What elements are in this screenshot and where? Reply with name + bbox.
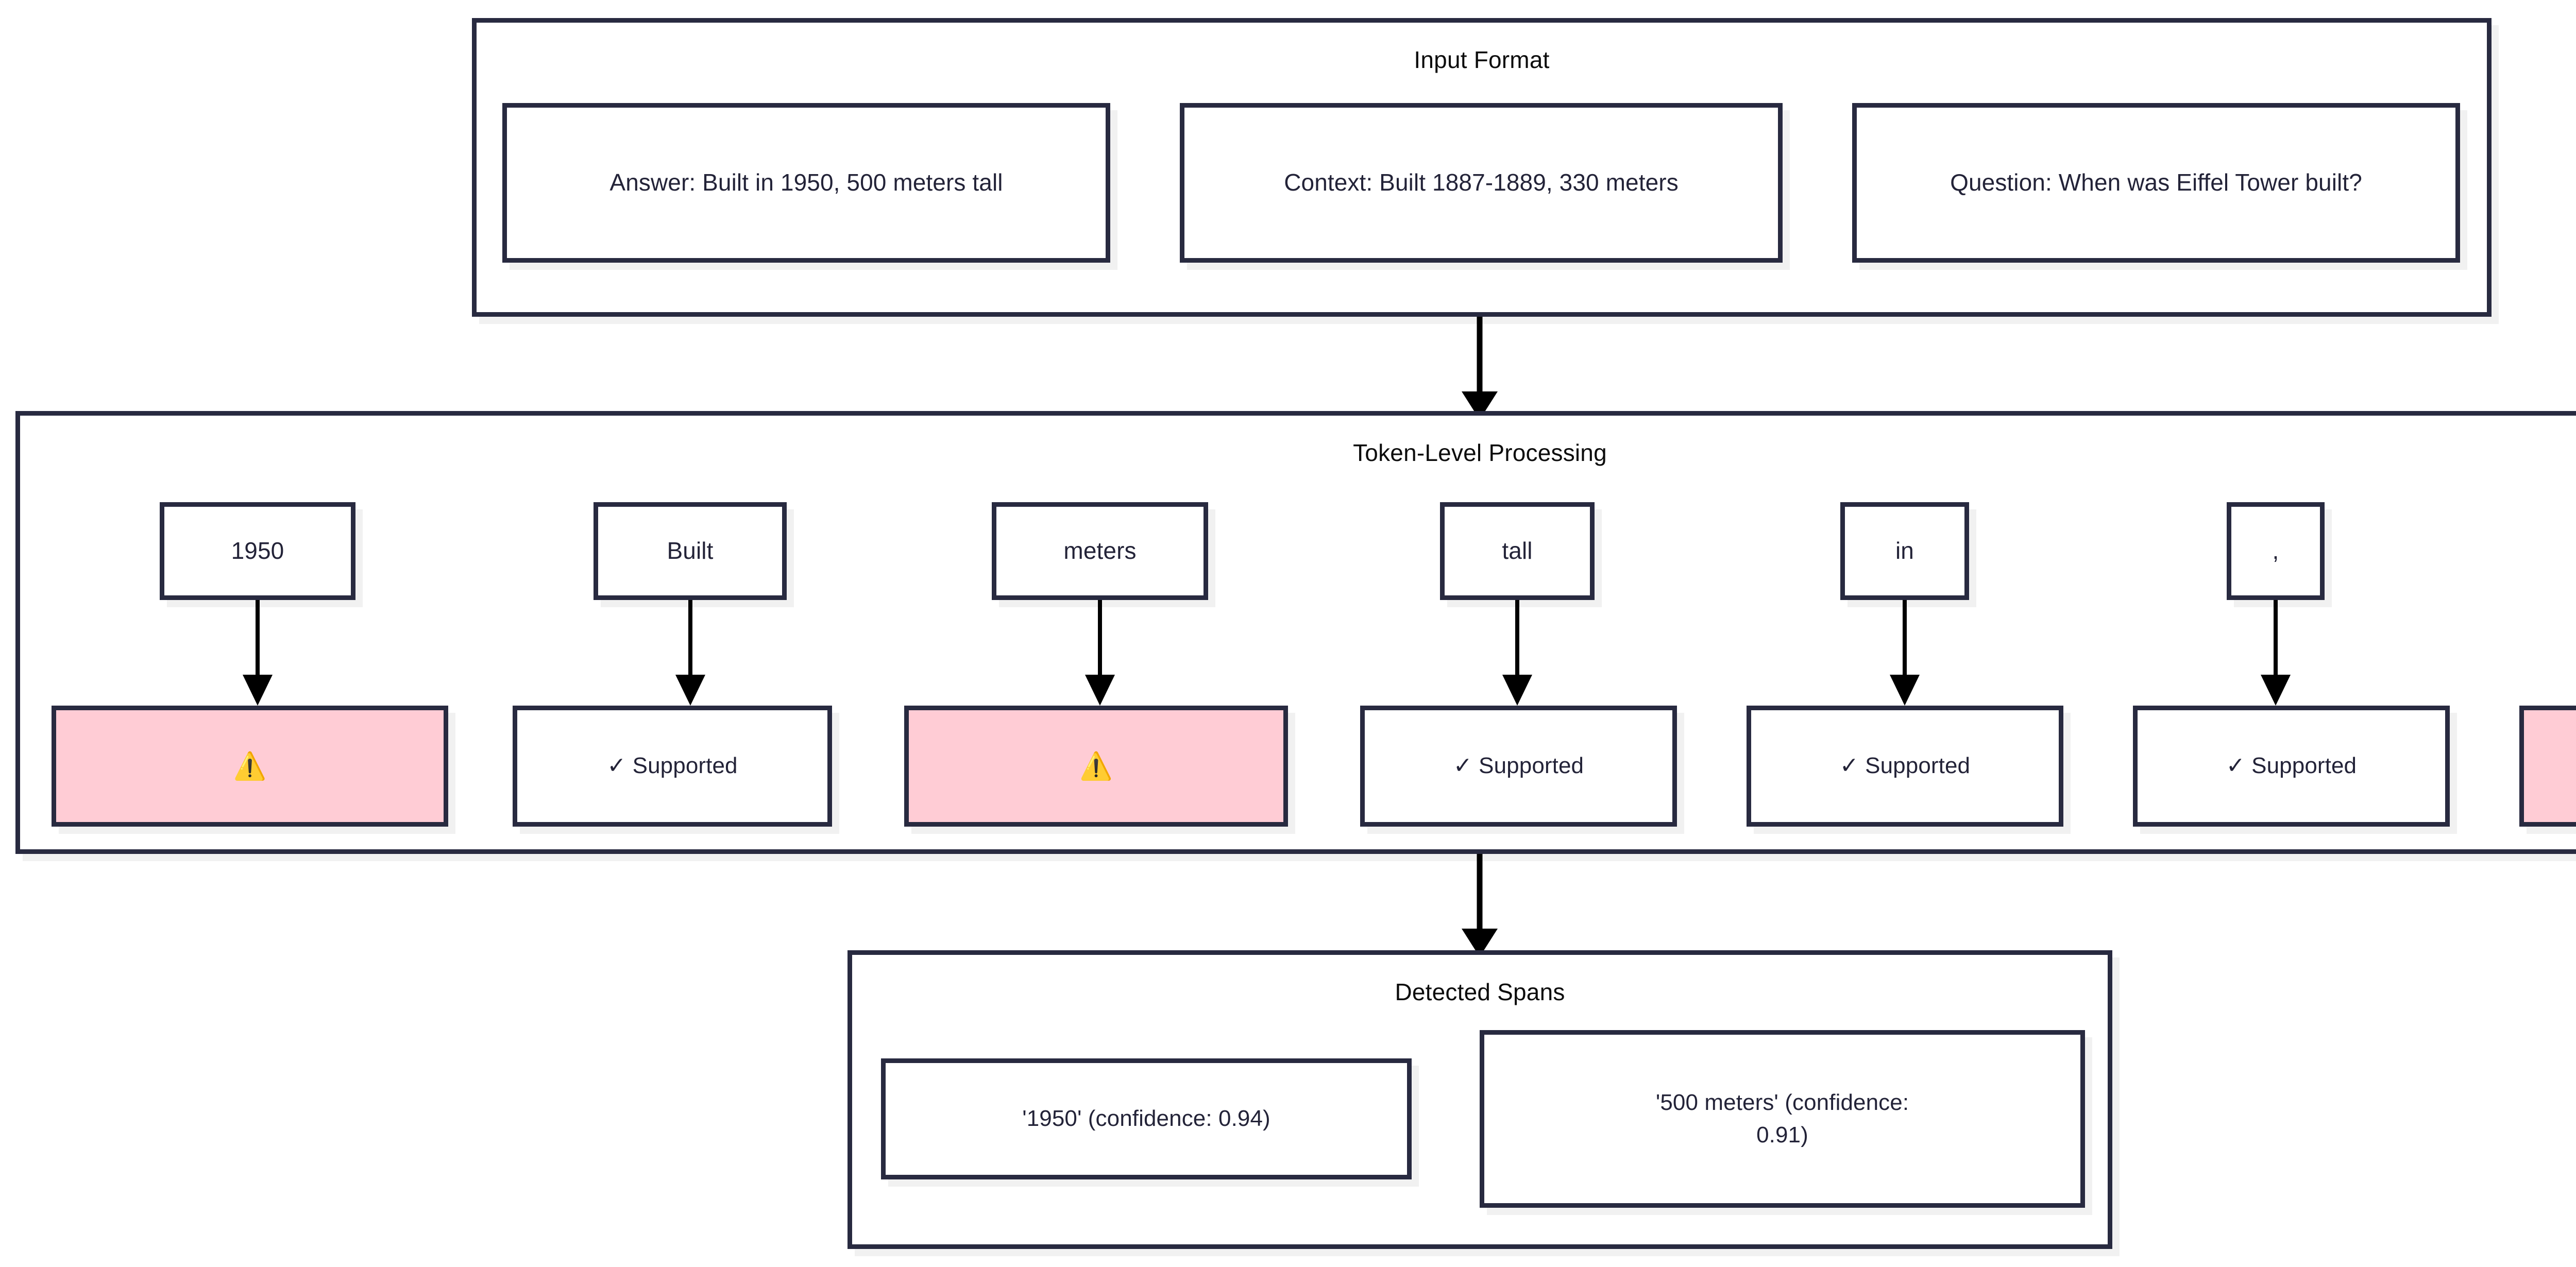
input-context-label: Context: Built 1887-1889, 330 meters — [1284, 169, 1679, 196]
token-label: 1950 — [231, 537, 284, 564]
arrow-token-to-status — [243, 600, 273, 706]
arrow-token-to-status — [1890, 600, 1920, 706]
status-box-supported[interactable]: ✓ Supported — [1360, 706, 1677, 827]
token-box[interactable]: in — [1840, 502, 1969, 600]
token-label: in — [1895, 537, 1914, 564]
token-box[interactable]: tall — [1440, 502, 1595, 600]
status-label: ✓ Supported — [607, 753, 738, 779]
input-format-title: Input Format — [1414, 46, 1550, 73]
warning-icon: ⚠️ — [1079, 751, 1113, 781]
token-label: Built — [667, 537, 714, 564]
arrow-token-to-status — [675, 600, 705, 706]
status-label: ✓ Supported — [1839, 753, 1971, 779]
arrow-token-to-status — [2261, 600, 2291, 706]
token-box[interactable]: , — [2227, 502, 2325, 600]
token-box[interactable]: Built — [594, 502, 787, 600]
status-label: ✓ Supported — [2226, 753, 2357, 779]
detected-span-label: '500 meters' (confidence: 0.91) — [1655, 1090, 1909, 1148]
detected-span-label: '1950' (confidence: 0.94) — [1022, 1106, 1270, 1132]
token-label: tall — [1502, 537, 1533, 564]
status-box-alert[interactable]: ⚠️ — [904, 706, 1288, 827]
input-answer-box[interactable]: Answer: Built in 1950, 500 meters tall — [502, 103, 1110, 263]
token-label: , — [2272, 537, 2279, 564]
status-box-alert[interactable]: ⚠️ — [52, 706, 448, 827]
token-label: meters — [1063, 537, 1137, 564]
token-box[interactable]: 1950 — [160, 502, 355, 600]
token-box[interactable]: meters — [992, 502, 1208, 600]
token-processing-title: Token-Level Processing — [1353, 439, 1607, 466]
arrow-token-to-status — [1085, 600, 1115, 706]
detected-span-box[interactable]: '500 meters' (confidence: 0.91) — [1480, 1030, 2085, 1208]
status-label: ✓ Supported — [1453, 753, 1584, 779]
arrow-token-to-spans — [1462, 854, 1498, 957]
status-box-supported[interactable]: ✓ Supported — [513, 706, 832, 827]
input-answer-label: Answer: Built in 1950, 500 meters tall — [609, 169, 1003, 196]
status-box-supported[interactable]: ✓ Supported — [2133, 706, 2450, 827]
input-question-label: Question: When was Eiffel Tower built? — [1950, 169, 2362, 196]
detected-span-box[interactable]: '1950' (confidence: 0.94) — [881, 1058, 1412, 1179]
status-box-alert[interactable]: ⚠️ — [2519, 706, 2576, 827]
arrow-token-to-status — [1502, 600, 1532, 706]
input-question-box[interactable]: Question: When was Eiffel Tower built? — [1852, 103, 2460, 263]
detected-spans-title: Detected Spans — [1395, 979, 1565, 1005]
arrow-input-to-token — [1462, 317, 1498, 420]
input-context-box[interactable]: Context: Built 1887-1889, 330 meters — [1180, 103, 1783, 263]
status-box-supported[interactable]: ✓ Supported — [1747, 706, 2063, 827]
warning-icon: ⚠️ — [233, 751, 267, 781]
